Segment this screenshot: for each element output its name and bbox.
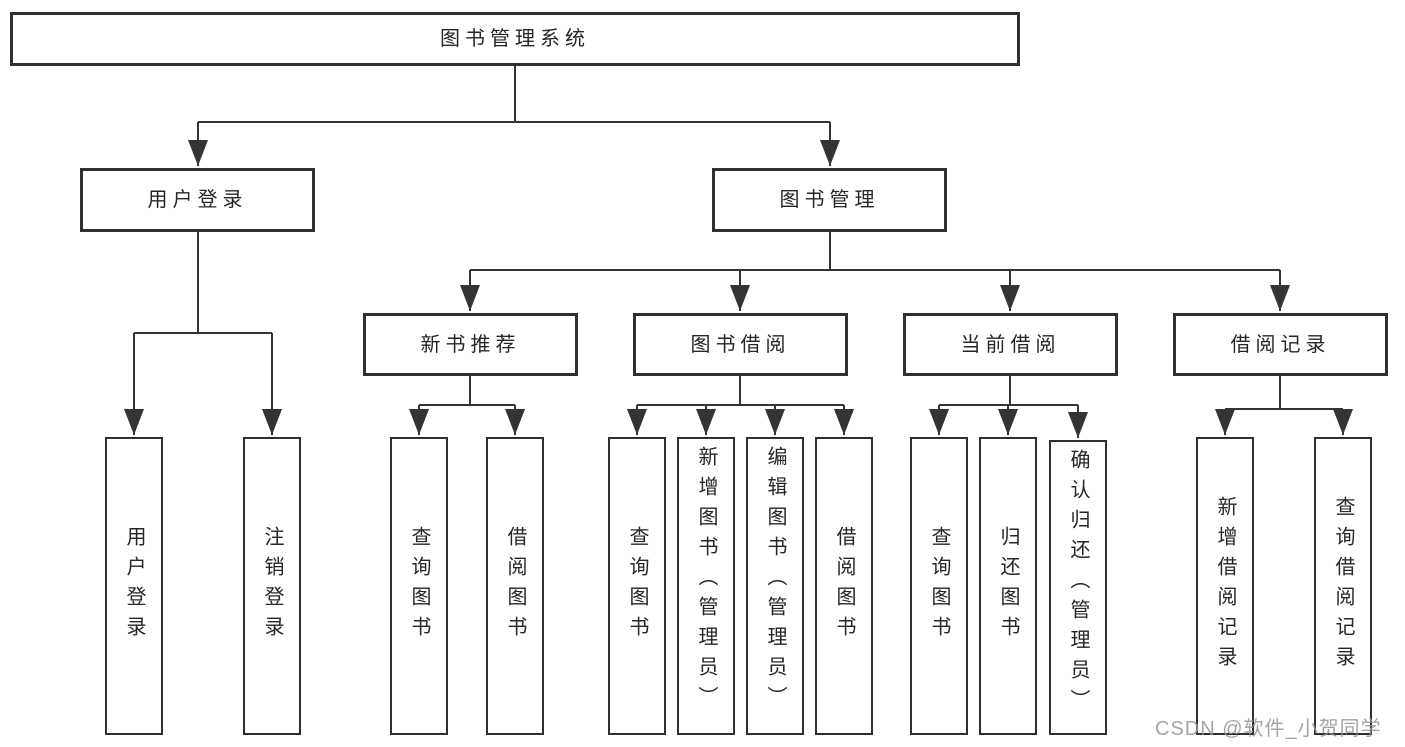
leaf-node-search-books-recommend: 查询图书 [390, 437, 448, 735]
arrowhead-down-icon [627, 409, 647, 435]
watermark: CSDN @软件_小贺同学 [1155, 718, 1382, 740]
leaf-node-add-borrow-record: 新增借阅记录 [1196, 437, 1254, 735]
arrowhead-down-icon [765, 409, 785, 435]
leaf-label: 查询借阅记录 [1332, 496, 1354, 676]
arrowhead-down-icon [1068, 412, 1088, 438]
leaf-label: 归还图书 [997, 526, 1019, 646]
group-node-borrowing-records: 借阅记录 [1173, 313, 1388, 376]
group-node-new-book-recommendation: 新书推荐 [363, 313, 578, 376]
arrowhead-down-icon [1270, 285, 1290, 311]
leaf-label: 查询图书 [408, 526, 430, 646]
leaf-label: 新增借阅记录 [1214, 496, 1236, 676]
leaf-label: 注销登录 [261, 526, 283, 646]
arrowhead-down-icon [998, 409, 1018, 435]
leaf-node-edit-books-admin: 编辑图书（管理员） [746, 437, 804, 735]
connector-borrowing-records-to-leaves [1224, 376, 1344, 435]
connector-new-book-recommendation-to-leaves [418, 376, 516, 435]
arrowhead-down-icon [1333, 409, 1353, 435]
leaf-label: 查询图书 [928, 526, 950, 646]
leaf-label: 查询图书 [626, 526, 648, 646]
arrowhead-down-icon [1215, 409, 1235, 435]
branch-node-user-login: 用户登录 [80, 168, 315, 232]
leaf-node-user-login: 用户登录 [105, 437, 163, 735]
arrowhead-down-icon [262, 409, 282, 435]
leaf-label: 编辑图书（管理员） [764, 446, 786, 716]
arrowhead-down-icon [124, 409, 144, 435]
leaf-label: 用户登录 [123, 526, 145, 646]
leaf-node-borrow-books-recommend: 借阅图书 [486, 437, 544, 735]
group-node-book-borrowing: 图书借阅 [633, 313, 848, 376]
connector-user-login-to-leaves [133, 232, 273, 435]
leaf-label: 借阅图书 [833, 526, 855, 646]
arrowhead-down-icon [929, 409, 949, 435]
leaf-node-search-books-current: 查询图书 [910, 437, 968, 735]
arrowhead-down-icon [730, 285, 750, 311]
leaf-node-search-books-borrowing: 查询图书 [608, 437, 666, 735]
arrowhead-down-icon [409, 409, 429, 435]
leaf-node-logout: 注销登录 [243, 437, 301, 735]
leaf-label: 新增图书（管理员） [695, 446, 717, 716]
arrowhead-down-icon [505, 409, 525, 435]
connector-book-management-to-groups [469, 232, 1281, 311]
connector-book-borrowing-to-leaves [636, 376, 845, 435]
root-node-library-system: 图书管理系统 [10, 12, 1020, 66]
arrowhead-down-icon [188, 140, 208, 166]
leaf-node-borrow-books: 借阅图书 [815, 437, 873, 735]
leaf-node-add-books-admin: 新增图书（管理员） [677, 437, 735, 735]
leaf-node-return-books: 归还图书 [979, 437, 1037, 735]
arrowhead-down-icon [834, 409, 854, 435]
branch-node-book-management: 图书管理 [712, 168, 947, 232]
arrowhead-down-icon [696, 409, 716, 435]
leaf-label: 确认归还（管理员） [1067, 449, 1089, 719]
arrowhead-down-icon [1000, 285, 1020, 311]
leaf-node-confirm-return-admin: 确认归还（管理员） [1049, 440, 1107, 735]
arrowhead-down-icon [460, 285, 480, 311]
group-node-current-borrowing: 当前借阅 [903, 313, 1118, 376]
connector-root-to-level2 [197, 66, 831, 166]
leaf-node-search-borrow-record: 查询借阅记录 [1314, 437, 1372, 735]
leaf-label: 借阅图书 [504, 526, 526, 646]
arrowhead-down-icon [820, 140, 840, 166]
